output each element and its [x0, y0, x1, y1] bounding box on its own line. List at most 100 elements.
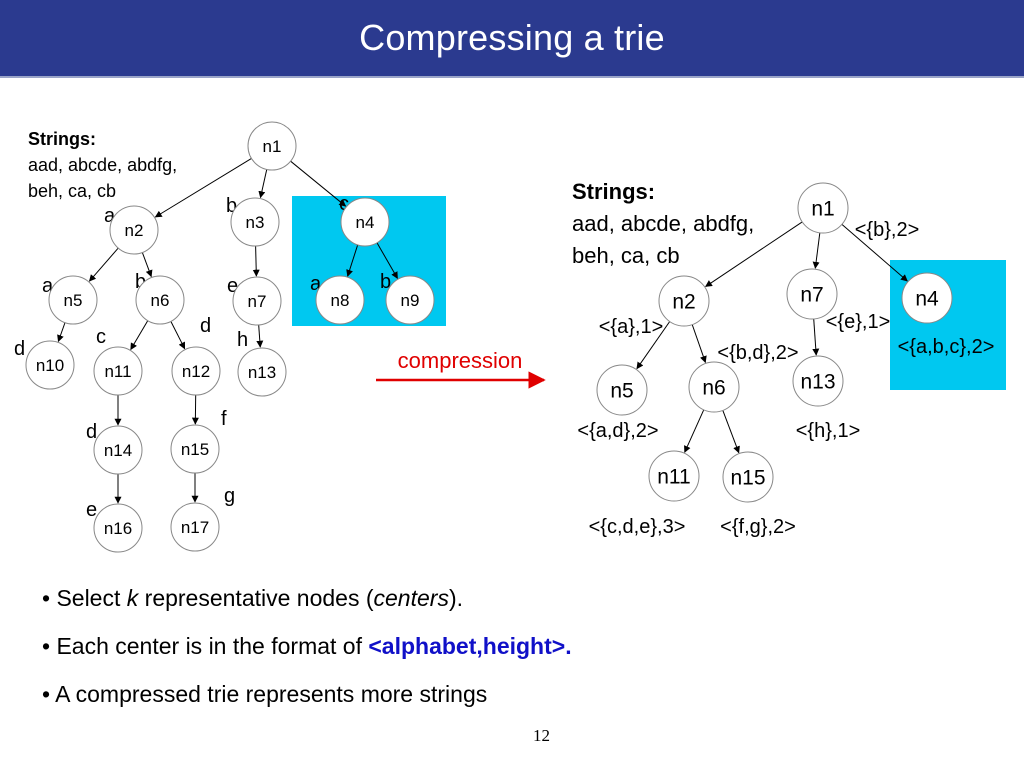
right-edge-n6-n15: [722, 410, 740, 454]
center-format: <alphabet,height>.: [368, 633, 572, 659]
left-node-n8: [315, 275, 365, 325]
left-node-label-n17: n17: [181, 518, 209, 537]
left-edge-label-n17: g: [224, 485, 235, 507]
bullet-text: • Select: [42, 585, 127, 611]
right-trie-edges: [636, 221, 908, 454]
bullet-item: • Select k representative nodes (centers…: [42, 584, 942, 612]
title-bar: Compressing a trie: [0, 0, 1024, 78]
left-node-label-n7: n7: [248, 292, 267, 311]
left-edge-n4-n8: [346, 244, 359, 277]
right-edge-n6-n11: [684, 409, 705, 453]
left-node-n1: [247, 121, 297, 171]
bullet-text: • Each center is in the format of: [42, 633, 369, 659]
left-node-n16: [93, 503, 143, 553]
right-edge-n1-n2: [705, 221, 803, 287]
right-node-label-n13: n13: [800, 371, 835, 394]
right-strings-line-1: aad, abcde, abdfg,: [572, 211, 754, 236]
right-center-label-n6: <{b,d},2>: [717, 342, 798, 364]
left-node-label-n15: n15: [181, 440, 209, 459]
right-strings-heading: Strings:: [572, 179, 655, 204]
bullet-list: • Select k representative nodes (centers…: [42, 584, 942, 728]
left-node-n10: [25, 340, 75, 390]
left-edge-label-n9: b: [380, 271, 391, 293]
right-edge-n7-n13: [812, 318, 820, 356]
right-node-label-n5: n5: [610, 380, 633, 403]
left-edge-n1-n4: [290, 160, 347, 207]
right-edge-n1-n4: [841, 223, 908, 282]
left-edge-label-n12: d: [200, 315, 211, 337]
left-node-label-n14: n14: [104, 441, 132, 460]
right-center-label-n13: <{h},1>: [796, 420, 861, 442]
right-node-n13: [792, 355, 844, 407]
left-node-n7: [232, 276, 282, 326]
left-node-label-n3: n3: [246, 213, 265, 232]
right-node-label-n7: n7: [800, 284, 823, 307]
right-center-label-n2: <{a},1>: [599, 316, 664, 338]
left-node-label-n6: n6: [151, 291, 170, 310]
bullet-emphasis: centers: [373, 585, 449, 611]
bullet-text: representative nodes (: [138, 585, 374, 611]
left-edge-label-n3: b: [226, 195, 237, 217]
left-node-label-n12: n12: [182, 362, 210, 381]
right-node-label-n2: n2: [672, 291, 695, 314]
left-node-label-n4: n4: [356, 213, 375, 232]
left-node-label-n5: n5: [64, 291, 83, 310]
right-center-label-n1: <{b},2>: [855, 219, 920, 241]
right-center-label-n7: <{e},1>: [826, 311, 891, 333]
left-node-n4: [340, 197, 390, 247]
left-edge-n4-n9: [376, 242, 398, 279]
left-node-label-n1: n1: [263, 137, 282, 156]
left-node-label-n11: n11: [104, 362, 131, 381]
left-node-n13: [237, 347, 287, 397]
left-node-n17: [170, 502, 220, 552]
right-node-n4: [901, 272, 953, 324]
right-node-n15: [722, 451, 774, 503]
left-node-label-n10: n10: [36, 356, 64, 375]
left-node-n2: [109, 205, 159, 255]
bullet-emphasis: k: [126, 585, 139, 611]
left-node-label-n2: n2: [125, 221, 144, 240]
right-node-label-n4: n4: [915, 288, 939, 311]
right-center-label-n15: <{f,g},2>: [720, 516, 796, 538]
left-node-n12: [171, 346, 221, 396]
left-edge-label-n14: d: [86, 421, 97, 443]
left-edge-label-n4: c: [339, 193, 349, 215]
left-strings-heading: Strings:: [28, 129, 96, 149]
left-edge-n5-n10: [57, 322, 66, 343]
left-edge-label-n11: c: [96, 326, 106, 348]
left-node-n5: [48, 275, 98, 325]
right-node-label-n15: n15: [730, 467, 765, 490]
bullet-text: ).: [448, 585, 464, 611]
left-node-n11: [93, 346, 143, 396]
right-node-n2: [658, 275, 710, 327]
left-node-label-n13: n13: [248, 363, 276, 382]
left-strings-line-1: aad, abcde, abdfg,: [28, 155, 177, 175]
left-edge-label-n10: d: [14, 338, 25, 360]
left-node-label-n16: n16: [104, 519, 132, 538]
bullet-item: • Each center is in the format of <alpha…: [42, 632, 942, 660]
left-edge-n6-n11: [130, 320, 149, 351]
right-node-n5: [596, 364, 648, 416]
left-node-n9: [385, 275, 435, 325]
slide-title: Compressing a trie: [359, 17, 665, 58]
left-edge-n3-n7: [252, 245, 260, 277]
left-edge-n7-n13: [256, 324, 264, 348]
left-node-label-n9: n9: [401, 291, 420, 310]
left-node-n6: [135, 275, 185, 325]
bullet-item: • A compressed trie represents more stri…: [42, 680, 942, 708]
right-node-n7: [786, 268, 838, 320]
right-node-label-n1: n1: [811, 198, 834, 221]
left-edge-n1-n2: [154, 158, 252, 218]
left-edge-label-n13: h: [237, 329, 248, 351]
page-number: 12: [533, 726, 550, 745]
left-edge-label-n6: b: [135, 271, 146, 293]
left-node-label-n8: n8: [331, 291, 350, 310]
right-node-n6: [688, 361, 740, 413]
right-edge-n1-n7: [812, 232, 821, 269]
right-strings-line-2: beh, ca, cb: [572, 243, 680, 268]
compression-label: compression: [398, 348, 523, 373]
left-node-n15: [170, 424, 220, 474]
left-edge-n2-n6: [141, 252, 153, 278]
